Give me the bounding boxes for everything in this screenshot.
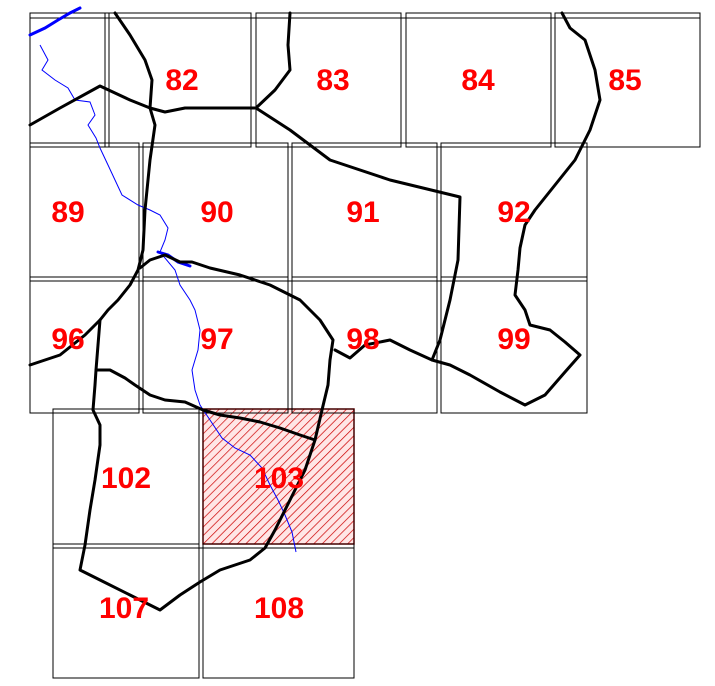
- tile-rect-99: [440, 276, 588, 414]
- river-thick-north: [28, 6, 82, 37]
- boundary-c: [254, 106, 462, 362]
- grid-row-1: [29, 12, 701, 148]
- tile-label-91: 91: [346, 196, 379, 229]
- boundary-a: [28, 11, 292, 127]
- tile-label-83: 83: [316, 64, 349, 97]
- tile-label-89: 89: [51, 196, 84, 229]
- river-main: [39, 44, 297, 553]
- tile-label-99: 99: [497, 323, 530, 356]
- tile-label-96: 96: [51, 323, 84, 356]
- tile-label-97: 97: [200, 323, 233, 356]
- tile-rect-108: [202, 543, 355, 679]
- boundary-f: [94, 368, 317, 442]
- tile-labels: 82 83 84 85 89 90 91 92 96 97 98 99 102 …: [51, 64, 641, 625]
- tile-label-85: 85: [608, 64, 641, 97]
- tile-label-103: 103: [254, 462, 304, 495]
- boundary-b: [78, 11, 335, 612]
- grid-row-5: [52, 543, 355, 679]
- tile-label-92: 92: [497, 196, 530, 229]
- tile-label-90: 90: [200, 196, 233, 229]
- tile-label-107: 107: [99, 592, 149, 625]
- tile-label-84: 84: [461, 64, 495, 97]
- tile-label-82: 82: [165, 64, 198, 97]
- boundary-d: [430, 11, 602, 407]
- boundary-e: [28, 318, 102, 367]
- tile-rect-85: [554, 12, 701, 148]
- tile-rect-81: [29, 12, 106, 148]
- tile-label-102: 102: [101, 462, 151, 495]
- tile-label-98: 98: [346, 323, 379, 356]
- tile-label-108: 108: [254, 592, 304, 625]
